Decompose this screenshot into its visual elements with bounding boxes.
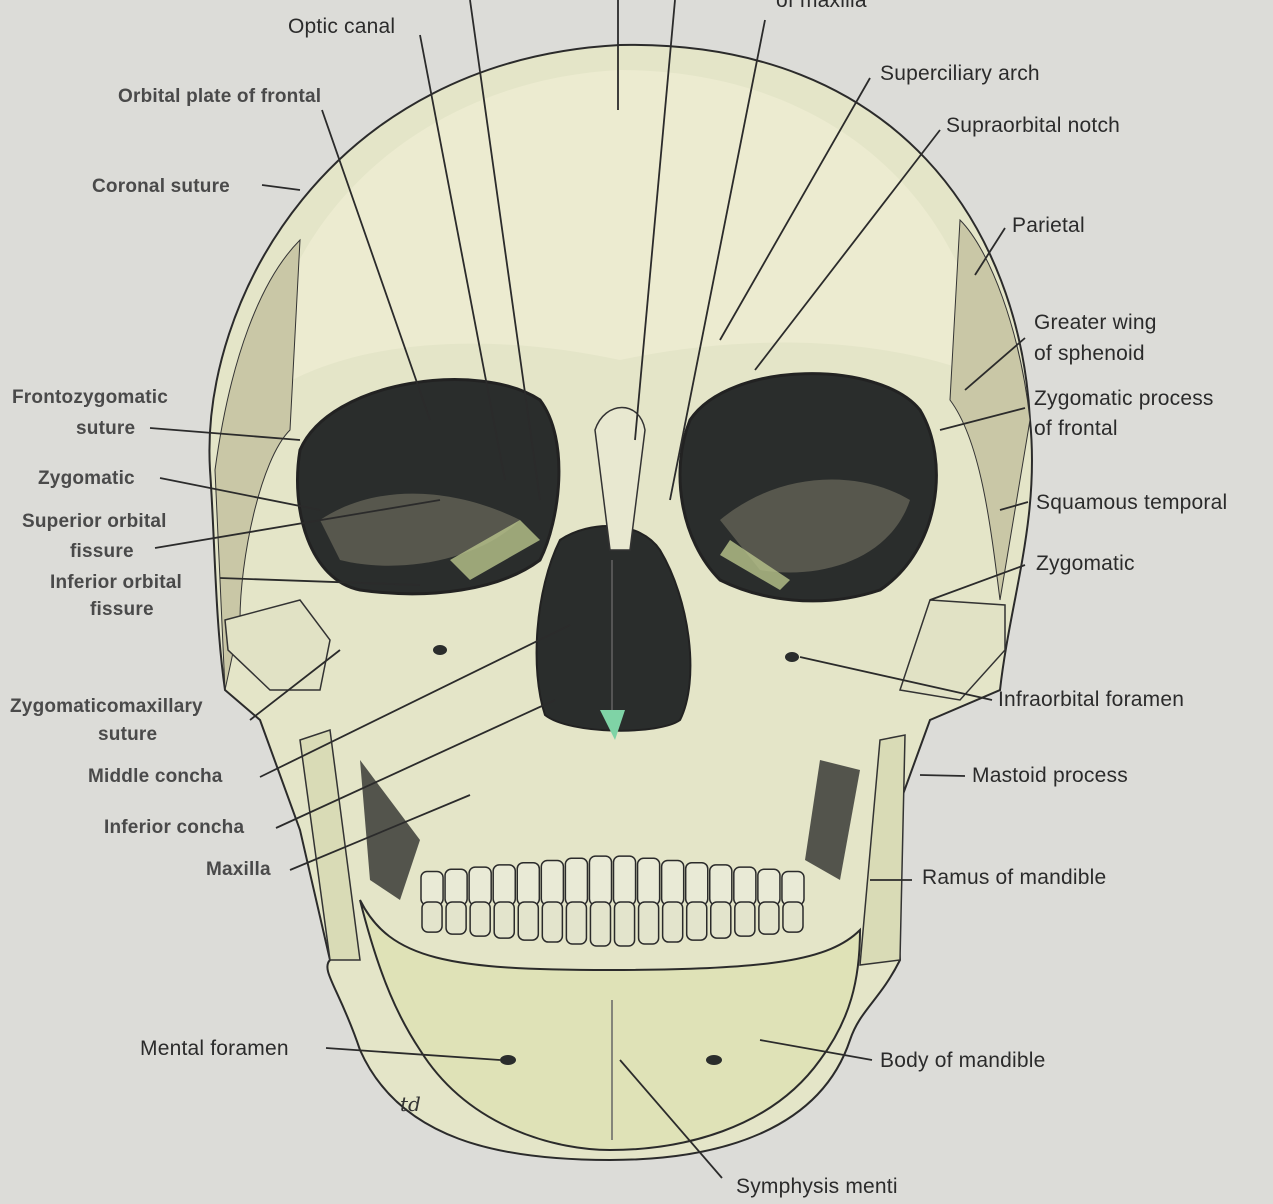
right-infraorbital-foramen bbox=[785, 652, 799, 662]
label-greater-wing-1: Greater wing bbox=[1034, 308, 1157, 338]
label-zygomatic-right: Zygomatic bbox=[1036, 549, 1135, 579]
label-frontozygomatic-2: suture bbox=[76, 414, 135, 444]
lower-tooth bbox=[494, 902, 514, 938]
label-squamous-temporal: Squamous temporal bbox=[1036, 488, 1227, 518]
lower-tooth bbox=[663, 902, 683, 942]
lower-tooth bbox=[615, 902, 635, 946]
left-infraorbital-foramen bbox=[433, 645, 447, 655]
lower-tooth bbox=[470, 902, 490, 936]
lower-tooth bbox=[639, 902, 659, 944]
lower-tooth bbox=[711, 902, 731, 938]
upper-tooth bbox=[469, 867, 491, 905]
upper-tooth bbox=[517, 863, 539, 905]
label-inferior-orbital-2: fissure bbox=[90, 595, 154, 625]
upper-tooth bbox=[782, 872, 804, 906]
lower-tooth bbox=[446, 902, 466, 934]
lower-tooth bbox=[759, 902, 779, 934]
label-inferior-orbital-1: Inferior orbital bbox=[50, 568, 182, 598]
upper-tooth bbox=[445, 869, 467, 905]
right-mental-foramen bbox=[706, 1055, 722, 1065]
label-zygomatic-process-2: of frontal bbox=[1034, 414, 1118, 444]
label-mental-foramen: Mental foramen bbox=[140, 1034, 289, 1064]
upper-tooth bbox=[662, 861, 684, 906]
lower-tooth bbox=[590, 902, 610, 946]
upper-tooth bbox=[686, 863, 708, 905]
label-infraorbital-foramen: Infraorbital foramen bbox=[998, 685, 1184, 715]
lower-tooth bbox=[783, 902, 803, 932]
label-optic-canal: Optic canal bbox=[288, 12, 395, 42]
leader-coronal-suture bbox=[262, 185, 300, 190]
label-ramus-mandible: Ramus of mandible bbox=[922, 863, 1106, 893]
upper-tooth bbox=[758, 869, 780, 905]
label-inferior-concha: Inferior concha bbox=[104, 813, 244, 843]
label-maxilla: Maxilla bbox=[206, 855, 271, 885]
label-superior-orbital-1: Superior orbital bbox=[22, 507, 167, 537]
upper-tooth bbox=[493, 865, 515, 905]
label-zygomaticomaxillary-1: Zygomaticomaxillary bbox=[10, 692, 203, 722]
artist-signature: td bbox=[400, 1092, 421, 1116]
label-superciliary-arch: Superciliary arch bbox=[880, 59, 1040, 89]
label-supraorbital-notch: Supraorbital notch bbox=[946, 111, 1120, 141]
lower-tooth bbox=[542, 902, 562, 942]
lower-tooth bbox=[735, 902, 755, 936]
label-zygomatic-process-1: Zygomatic process bbox=[1034, 384, 1214, 414]
label-orbital-plate: Orbital plate of frontal bbox=[118, 82, 321, 112]
label-coronal-suture: Coronal suture bbox=[92, 172, 230, 202]
label-parietal: Parietal bbox=[1012, 211, 1085, 241]
upper-tooth bbox=[565, 858, 587, 905]
upper-tooth bbox=[638, 858, 660, 905]
lower-tooth bbox=[422, 902, 442, 932]
lower-tooth bbox=[518, 902, 538, 940]
upper-tooth bbox=[541, 861, 563, 906]
lower-tooth bbox=[566, 902, 586, 944]
label-zygomatic-left: Zygomatic bbox=[38, 464, 135, 494]
upper-tooth bbox=[710, 865, 732, 905]
label-zygomaticomaxillary-2: suture bbox=[98, 720, 157, 750]
label-superior-orbital-2: fissure bbox=[70, 537, 134, 567]
upper-tooth bbox=[734, 867, 756, 905]
left-mental-foramen bbox=[500, 1055, 516, 1065]
label-top-cut: of maxilla bbox=[776, 0, 867, 16]
label-greater-wing-2: of sphenoid bbox=[1034, 339, 1145, 369]
label-mastoid-process: Mastoid process bbox=[972, 761, 1128, 791]
upper-tooth bbox=[421, 872, 443, 906]
label-middle-concha: Middle concha bbox=[88, 762, 223, 792]
lower-tooth bbox=[687, 902, 707, 940]
label-symphysis-menti: Symphysis menti bbox=[736, 1172, 898, 1202]
leader-mastoid-process bbox=[920, 775, 965, 776]
label-body-mandible: Body of mandible bbox=[880, 1046, 1045, 1076]
upper-tooth bbox=[589, 856, 611, 905]
upper-tooth bbox=[614, 856, 636, 905]
label-frontozygomatic-1: Frontozygomatic bbox=[12, 383, 168, 413]
